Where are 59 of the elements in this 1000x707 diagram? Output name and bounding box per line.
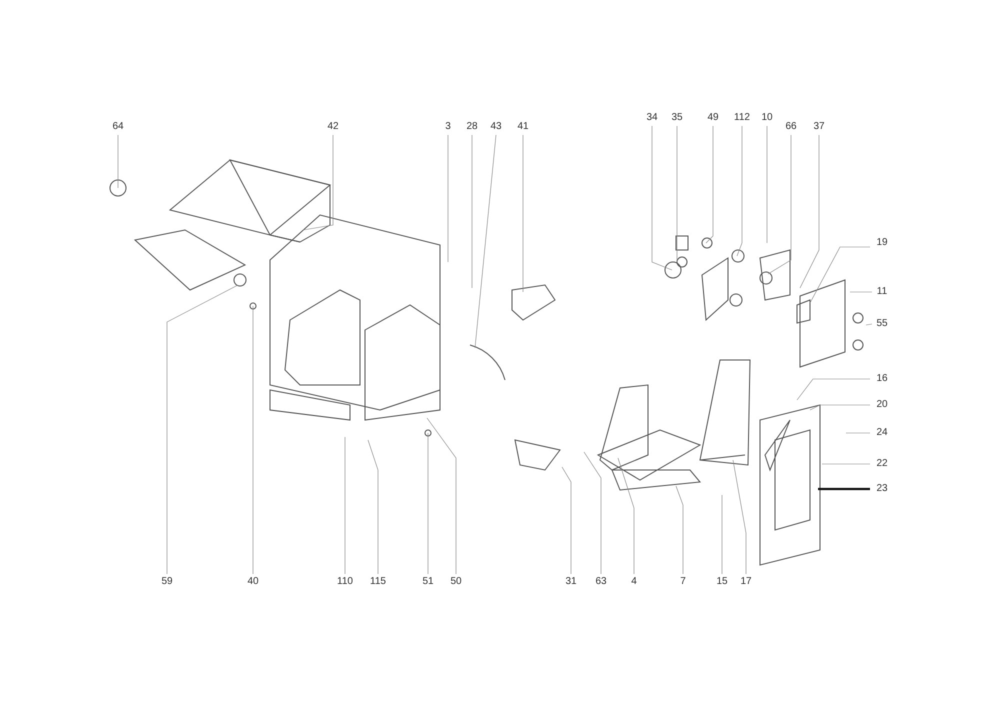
- leader-line: [426, 418, 456, 574]
- callout-number: 59: [161, 576, 173, 588]
- callout-number: 24: [876, 427, 888, 439]
- leader-line: [768, 134, 792, 274]
- callout-number: 15: [716, 576, 728, 588]
- leader-line: [732, 460, 746, 574]
- leader-line: [766, 126, 768, 244]
- leader-line: [562, 466, 572, 574]
- callout-number: 64: [112, 121, 124, 133]
- callout-number: 43: [490, 121, 502, 133]
- leader-line: [706, 126, 714, 244]
- leader-line: [796, 378, 870, 400]
- leader-line: [818, 488, 870, 490]
- callout-number: 51: [422, 576, 434, 588]
- callout-number: 16: [876, 373, 888, 385]
- leader-line: [800, 134, 820, 288]
- callout-number: 66: [785, 121, 797, 133]
- callout-number: 115: [370, 576, 386, 588]
- leader-line: [676, 126, 678, 262]
- callout-number: 31: [565, 576, 577, 588]
- callout-number: 50: [450, 576, 462, 588]
- callout-number: 41: [517, 121, 529, 133]
- leader-line: [302, 134, 334, 230]
- callout-number: 23: [876, 483, 888, 495]
- leader-line: [736, 126, 742, 256]
- callout-number: 11: [876, 286, 888, 298]
- leader-line: [584, 452, 602, 574]
- leader-line: [810, 246, 870, 304]
- callout-number: 7: [680, 576, 686, 588]
- callout-number: 63: [595, 576, 607, 588]
- leader-line: [166, 284, 238, 574]
- callout-number: 34: [646, 112, 658, 124]
- leader-line: [368, 440, 378, 574]
- leader-line: [810, 404, 870, 410]
- leader-line: [866, 324, 872, 326]
- callout-number: 49: [707, 112, 719, 124]
- callout-number: 22: [876, 458, 888, 470]
- leader-line: [618, 458, 634, 574]
- leader-line: [676, 486, 684, 574]
- leader-line: [652, 126, 672, 270]
- callout-number: 20: [876, 399, 888, 411]
- callout-number: 10: [761, 112, 773, 124]
- callout-number: 42: [327, 121, 339, 133]
- callout-number: 110: [337, 576, 353, 588]
- leader-line: [474, 134, 496, 348]
- leader-line: [252, 306, 254, 574]
- leader-line: [846, 432, 870, 434]
- callout-number: 40: [247, 576, 259, 588]
- callout-number: 55: [876, 318, 888, 330]
- callout-number: 112: [734, 112, 750, 124]
- leader-line: [522, 134, 524, 292]
- callout-number: 3: [445, 121, 451, 133]
- callout-number: 17: [740, 576, 752, 588]
- callout-number: 37: [813, 121, 825, 133]
- callout-number: 19: [876, 237, 888, 249]
- callout-number: 4: [631, 576, 637, 588]
- leader-line: [344, 436, 346, 574]
- callout-number: 35: [671, 112, 683, 124]
- callout-number: 28: [466, 121, 478, 133]
